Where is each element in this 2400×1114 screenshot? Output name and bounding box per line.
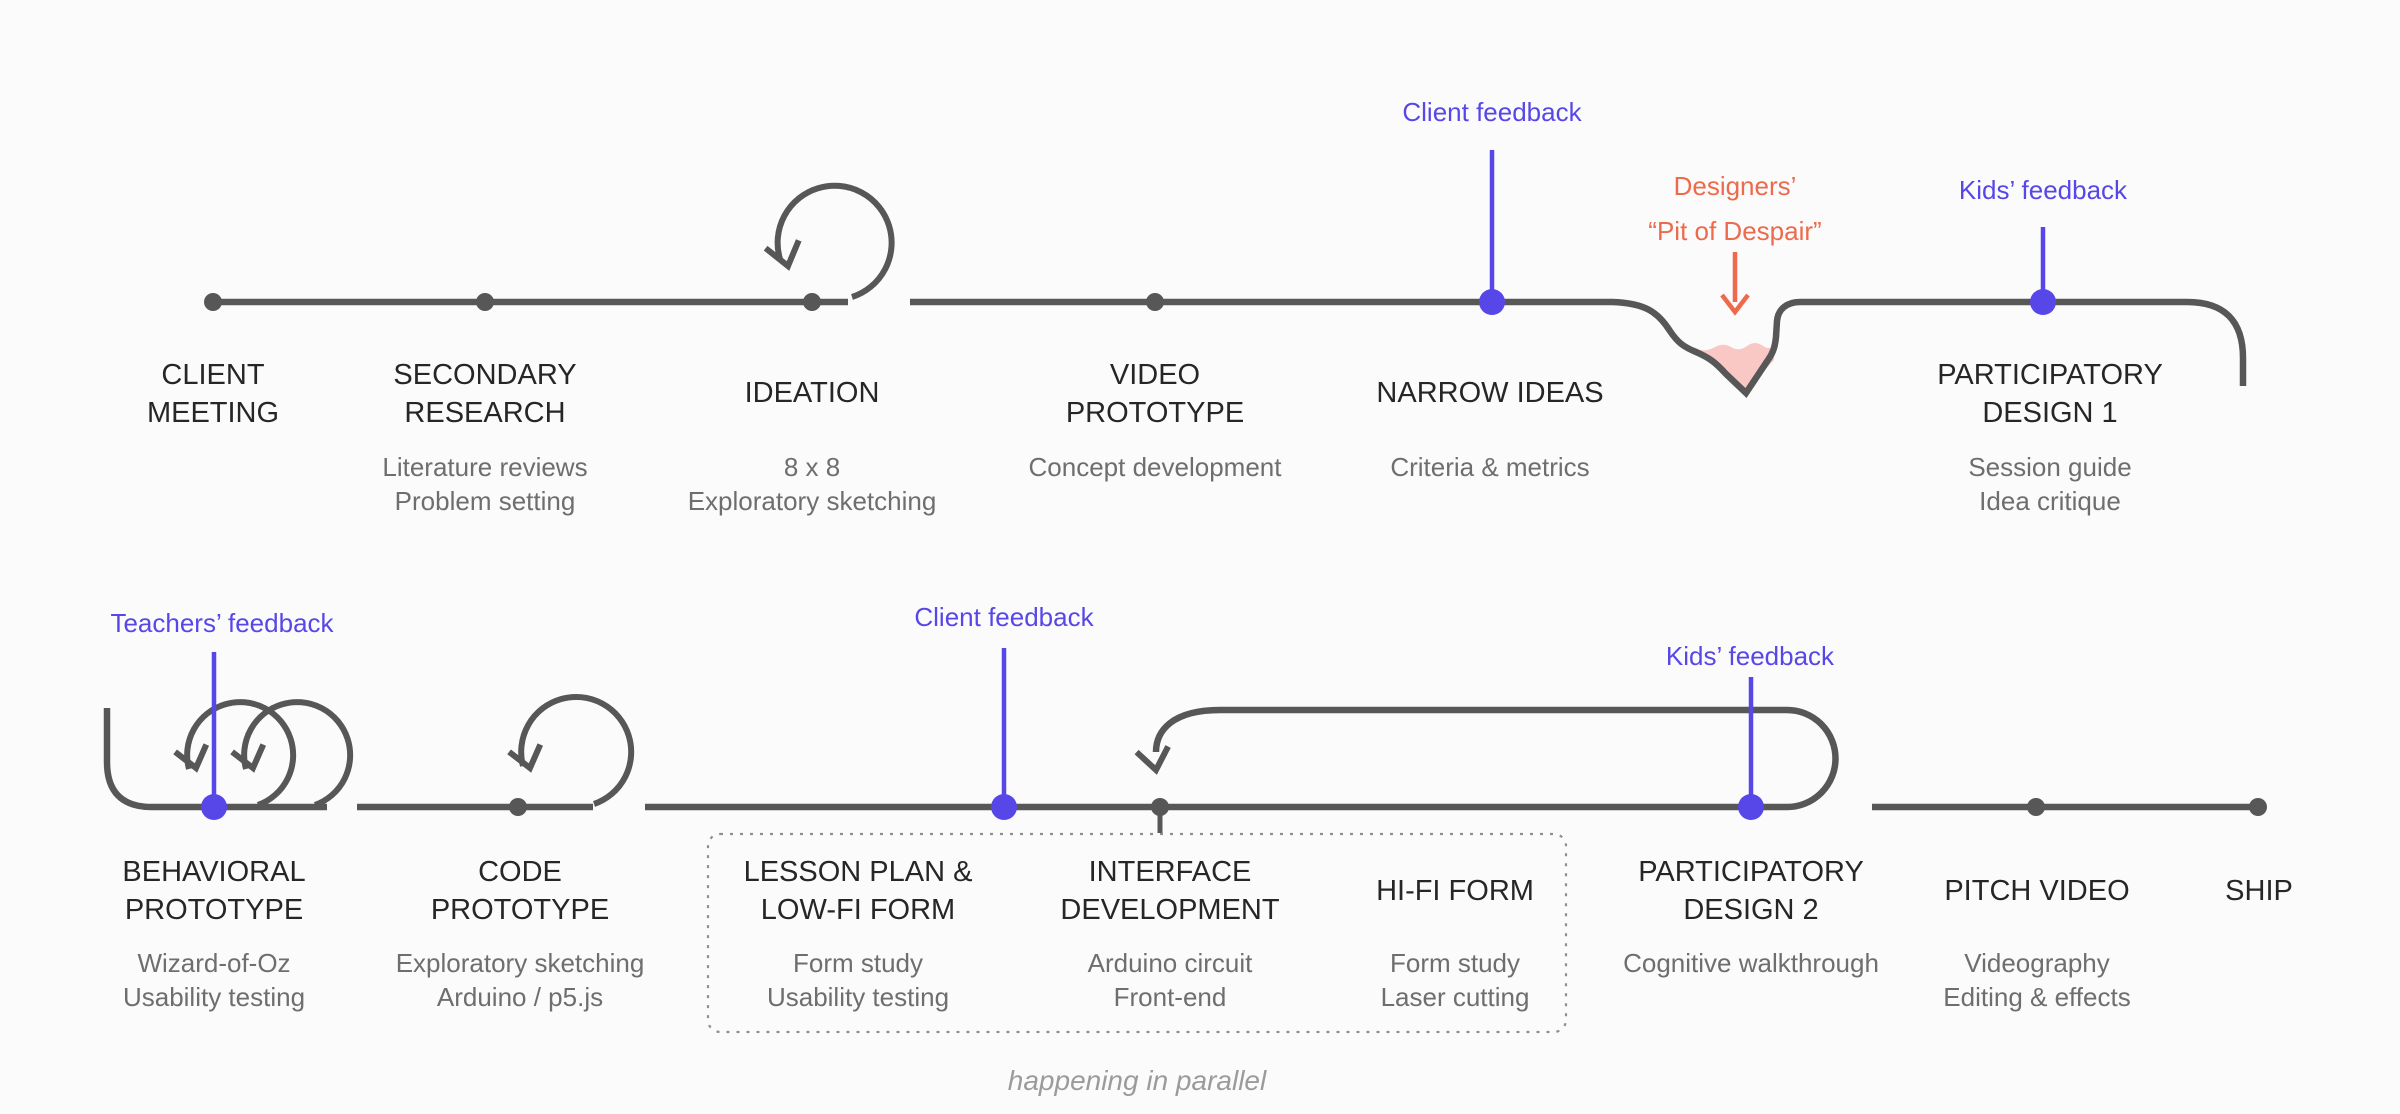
phase-title: HI-FI FORM — [1376, 875, 1534, 907]
phase-title: CODE — [478, 856, 562, 888]
secondary-research-dot — [476, 293, 494, 311]
behavioral-loop-icon-1 — [184, 699, 297, 808]
phase-code-prototype: CODE PROTOTYPE Exploratory sketching Ard… — [396, 856, 645, 1012]
phase-participatory-design-1: PARTICIPATORY DESIGN 1 Session guide Ide… — [1937, 359, 2163, 516]
phase-title: DESIGN 1 — [1982, 397, 2117, 429]
phase-title: DEVELOPMENT — [1060, 894, 1279, 926]
client-meeting-dot — [204, 293, 222, 311]
phase-hi-fi-form: HI-FI FORM Form study Laser cutting — [1376, 875, 1534, 1012]
pitch-video-dot — [2027, 798, 2045, 816]
phase-sub: Concept development — [1029, 452, 1283, 482]
parallel-group-box — [706, 832, 1568, 1034]
phase-narrow-ideas: NARROW IDEAS Criteria & metrics — [1376, 377, 1603, 482]
return-loop-arrowhead-icon — [1134, 745, 1171, 775]
phase-sub: Wizard-of-Oz — [137, 948, 290, 978]
phase-title: SECONDARY — [393, 359, 576, 391]
phase-sub: Exploratory sketching — [688, 486, 937, 516]
video-prototype-dot — [1146, 293, 1164, 311]
phase-participatory-design-2: PARTICIPATORY DESIGN 2 Cognitive walkthr… — [1623, 856, 1879, 978]
phase-title: BEHAVIORAL — [122, 856, 305, 888]
phase-sub: Videography — [1964, 948, 2110, 978]
phase-title: PROTOTYPE — [1066, 397, 1244, 429]
phase-client-meeting: CLIENT MEETING — [147, 359, 279, 429]
phase-sub: Arduino circuit — [1088, 948, 1254, 978]
phase-sub: Form study — [793, 948, 923, 978]
behavioral-loop-arrowhead-2-icon — [230, 743, 267, 773]
phase-title: PARTICIPATORY — [1937, 359, 2163, 391]
phase-sub: 8 x 8 — [784, 452, 840, 482]
phase-sub: Session guide — [1968, 452, 2131, 482]
timeline-bottom-start — [103, 708, 327, 811]
phase-sub: Form study — [1390, 948, 1520, 978]
ship-dot — [2249, 798, 2267, 816]
code-prototype-dot — [509, 798, 527, 816]
phase-title: PROTOTYPE — [125, 894, 303, 926]
phase-interface-development: INTERFACE DEVELOPMENT Arduino circuit Fr… — [1060, 856, 1279, 1012]
phase-title: CLIENT — [161, 359, 264, 391]
client-feedback-bottom-label: Client feedback — [914, 602, 1094, 632]
phase-title: SHIP — [2225, 875, 2293, 907]
phase-title: RESEARCH — [404, 397, 565, 429]
phase-sub: Usability testing — [123, 982, 305, 1012]
phase-sub: Front-end — [1114, 982, 1227, 1012]
timeline-top-segment-2-with-pit — [910, 298, 2247, 399]
phase-sub: Arduino / p5.js — [437, 982, 603, 1012]
phase-pitch-video: PITCH VIDEO Videography Editing & effect… — [1943, 875, 2130, 1012]
pit-arrowhead-icon — [1720, 293, 1750, 316]
phase-sub: Criteria & metrics — [1390, 452, 1589, 482]
phase-ship: SHIP — [2225, 875, 2293, 907]
phase-behavioral-prototype: BEHAVIORAL PROTOTYPE Wizard-of-Oz Usabil… — [122, 856, 305, 1012]
phase-secondary-research: SECONDARY RESEARCH Literature reviews Pr… — [382, 359, 587, 516]
phase-sub: Problem setting — [395, 486, 576, 516]
kids-feedback-bottom-label: Kids’ feedback — [1666, 641, 1835, 671]
phase-title: INTERFACE — [1089, 856, 1252, 888]
ideation-loop-icon — [774, 182, 895, 300]
code-loop-icon — [518, 694, 635, 807]
phase-sub: Usability testing — [767, 982, 949, 1012]
phase-sub: Editing & effects — [1943, 982, 2130, 1012]
phase-title: PARTICIPATORY — [1638, 856, 1864, 888]
designers-pit-label-line1: Designers’ — [1674, 171, 1797, 201]
ideation-loop-arrowhead-icon — [763, 239, 802, 271]
phase-title: LOW-FI FORM — [761, 894, 955, 926]
code-loop-arrowhead-icon — [507, 743, 544, 773]
client-feedback-top-label: Client feedback — [1402, 97, 1582, 127]
interface-development-dot — [1151, 798, 1169, 816]
behavioral-loop-icon-2 — [241, 699, 354, 808]
kids-feedback-top-label: Kids’ feedback — [1959, 175, 2128, 205]
phase-title: PITCH VIDEO — [1944, 875, 2129, 907]
phase-title: DESIGN 2 — [1683, 894, 1818, 926]
phase-title: LESSON PLAN & — [744, 856, 973, 888]
lesson-plan-feedback-dot — [991, 794, 1017, 820]
phase-lesson-plan-low-fi-form: LESSON PLAN & LOW-FI FORM Form study Usa… — [744, 856, 973, 1012]
behavioral-loop-arrowhead-1-icon — [173, 743, 210, 773]
narrow-ideas-feedback-dot — [1479, 289, 1505, 315]
participatory-design-2-feedback-dot — [1738, 794, 1764, 820]
parallel-caption: happening in parallel — [1008, 1065, 1267, 1096]
phase-title: IDEATION — [745, 377, 880, 409]
designers-pit-label-line2: “Pit of Despair” — [1648, 216, 1821, 246]
phase-sub: Literature reviews — [382, 452, 587, 482]
participatory-design-1-feedback-dot — [2030, 289, 2056, 315]
phase-title: MEETING — [147, 397, 279, 429]
phase-ideation: IDEATION 8 x 8 Exploratory sketching — [688, 377, 937, 516]
phase-sub: Exploratory sketching — [396, 948, 645, 978]
phase-sub: Idea critique — [1979, 486, 2121, 516]
phase-sub: Laser cutting — [1381, 982, 1530, 1012]
behavioral-feedback-dot — [201, 794, 227, 820]
phase-video-prototype: VIDEO PROTOTYPE Concept development — [1029, 359, 1283, 482]
timeline-bottom-segment-3-with-return-loop — [645, 706, 1839, 811]
teachers-feedback-label: Teachers’ feedback — [110, 608, 334, 638]
phase-title: VIDEO — [1110, 359, 1200, 391]
phase-title: NARROW IDEAS — [1376, 377, 1603, 409]
ideation-dot — [803, 293, 821, 311]
phase-sub: Cognitive walkthrough — [1623, 948, 1879, 978]
phase-title: PROTOTYPE — [431, 894, 609, 926]
